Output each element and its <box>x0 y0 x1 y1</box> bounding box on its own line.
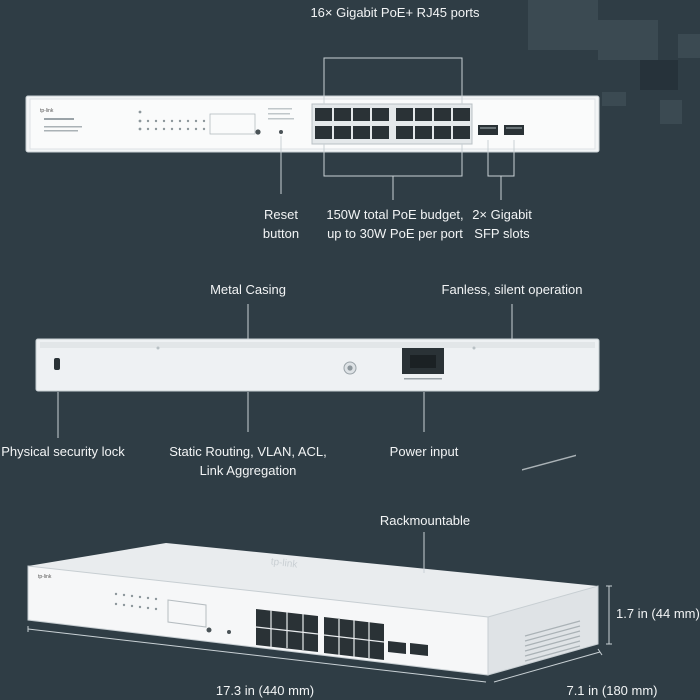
callout-security-lock: Physical security lock <box>1 444 125 459</box>
front-panel: tp-link <box>25 95 600 153</box>
callout-power-input: Power input <box>389 444 459 459</box>
callout-rj45-ports: 16× Gigabit PoE+ RJ45 ports <box>310 5 480 20</box>
security-lock-slot <box>54 358 60 370</box>
callout-sfp-slots: 2× Gigabit SFP slots <box>466 205 538 243</box>
callout-software-features: Static Routing, VLAN, ACL, Link Aggregat… <box>164 442 332 480</box>
callout-features-line1: Static Routing, VLAN, ACL, <box>169 444 327 459</box>
rear-panel <box>35 338 600 392</box>
callout-rackmountable: Rackmountable <box>379 513 471 528</box>
svg-text:tp-link: tp-link <box>270 556 299 570</box>
decorative-square <box>660 100 682 124</box>
decorative-square <box>678 34 700 58</box>
svg-text:tp-link: tp-link <box>40 108 54 114</box>
dimension-height: 1.7 in (44 mm) <box>616 606 700 621</box>
callout-metal-casing: Metal Casing <box>210 282 286 297</box>
callout-poe-line2: up to 30W PoE per port <box>327 226 463 241</box>
reset-button-hole <box>255 129 261 135</box>
decorative-square <box>528 0 598 50</box>
dimension-width: 17.3 in (440 mm) <box>215 683 315 698</box>
callout-features-line2: Link Aggregation <box>199 463 297 478</box>
callout-reset-line1: Reset <box>264 207 298 222</box>
callout-sfp-line2: SFP slots <box>474 226 530 241</box>
callout-poe-budget: 150W total PoE budget, up to 30W PoE per… <box>320 205 470 243</box>
rj45-ports <box>311 103 473 145</box>
decorative-square <box>602 92 626 106</box>
svg-text:tp-link: tp-link <box>38 574 52 580</box>
callout-reset-line2: button <box>262 226 300 241</box>
callout-sfp-line1: 2× Gigabit <box>472 207 532 222</box>
decorative-square <box>598 20 658 60</box>
callout-fanless: Fanless, silent operation <box>441 282 583 297</box>
dimension-depth: 7.1 in (180 mm) <box>566 683 658 698</box>
decorative-square <box>640 60 678 90</box>
sfp-slots <box>478 125 524 135</box>
callout-poe-line1: 150W total PoE budget, <box>326 207 464 222</box>
callout-reset-button: Reset button <box>246 205 316 243</box>
switch-3d: tp-link tp-link <box>27 454 599 676</box>
